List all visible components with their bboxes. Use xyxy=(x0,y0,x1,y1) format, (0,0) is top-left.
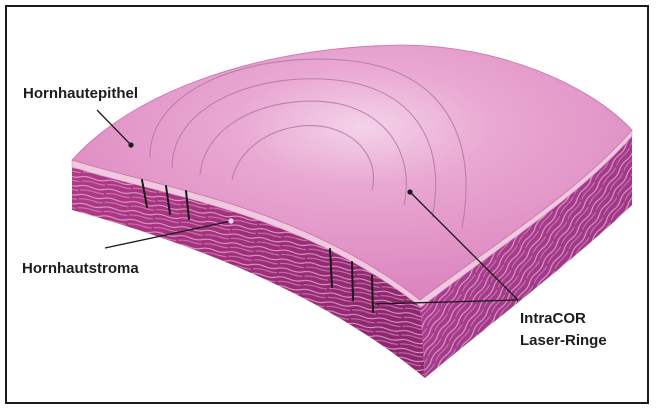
label-laser-line1: IntraCOR xyxy=(520,308,607,330)
label-hornhautstroma: Hornhautstroma xyxy=(22,258,139,280)
label-laser-line2: Laser-Ringe xyxy=(520,330,607,352)
label-laser-ringe: IntraCOR Laser-Ringe xyxy=(520,308,607,352)
label-hornhautepithel: Hornhautepithel xyxy=(23,83,138,105)
